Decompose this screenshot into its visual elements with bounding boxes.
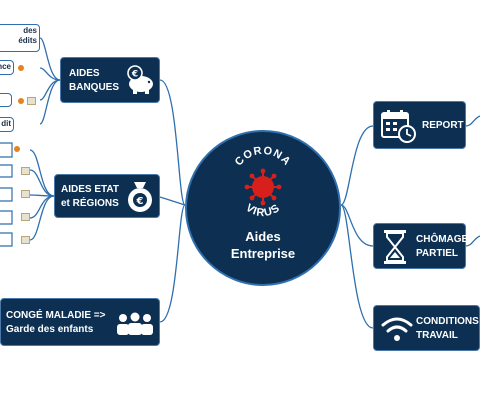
note-icon bbox=[27, 97, 36, 105]
virus-icon: CORONA VIRUS bbox=[233, 145, 293, 220]
euro-piggy-bank-icon: € bbox=[127, 65, 153, 94]
svg-text:€: € bbox=[131, 70, 138, 80]
status-dot-orange bbox=[18, 65, 24, 71]
note-icon bbox=[21, 167, 30, 175]
node-aides-etat-regions[interactable]: AIDES ETAT et RÉGIONS € bbox=[54, 174, 160, 218]
node-aides-banques[interactable]: AIDES BANQUES € bbox=[60, 57, 160, 103]
svg-text:VIRUS: VIRUS bbox=[244, 202, 283, 219]
svg-text:CORONA: CORONA bbox=[233, 145, 293, 169]
node-label: CONGÉ MALADIE => Garde des enfants bbox=[6, 310, 106, 335]
note-icon bbox=[21, 236, 30, 244]
euro-money-bag-icon: € bbox=[128, 182, 152, 212]
note-icon bbox=[21, 190, 30, 198]
svg-text:€: € bbox=[136, 196, 144, 207]
hourglass-icon bbox=[384, 230, 406, 264]
node-label: AIDES ETAT et RÉGIONS bbox=[61, 184, 119, 209]
node-label: CHÔMAGE PARTIEL bbox=[416, 234, 469, 259]
node-chomage-partiel[interactable]: CHÔMAGE PARTIEL bbox=[373, 223, 469, 269]
people-group-icon bbox=[117, 312, 153, 335]
status-dot-orange bbox=[18, 98, 24, 104]
note-icon bbox=[21, 213, 30, 221]
badge-bottom-text: VIRUS bbox=[244, 202, 282, 219]
leaf-blank[interactable] bbox=[0, 93, 12, 107]
node-conge-maladie[interactable]: CONGÉ MALADIE => Garde des enfants bbox=[0, 298, 160, 346]
node-label: AIDES BANQUES bbox=[69, 68, 120, 93]
calendar-clock-icon bbox=[381, 110, 416, 143]
wifi-icon bbox=[381, 317, 413, 341]
status-dot-orange bbox=[14, 146, 20, 152]
badge-top-text: CORONA bbox=[233, 145, 292, 169]
node-report[interactable]: REPORT bbox=[373, 101, 466, 149]
node-label: CONDITIONS TRAVAIL bbox=[416, 316, 479, 341]
leaf-credits[interactable]: des édits bbox=[0, 24, 40, 52]
leaf-ance[interactable]: nce bbox=[0, 60, 14, 75]
node-conditions-travail[interactable]: CONDITIONS TRAVAIL bbox=[373, 305, 480, 351]
center-hub[interactable]: CORONA VIRUS Aides Entreprise bbox=[185, 130, 341, 286]
hub-title: Aides Entreprise bbox=[230, 229, 296, 261]
leaf-dit[interactable]: dit bbox=[0, 117, 14, 132]
node-label: REPORT bbox=[422, 120, 464, 131]
